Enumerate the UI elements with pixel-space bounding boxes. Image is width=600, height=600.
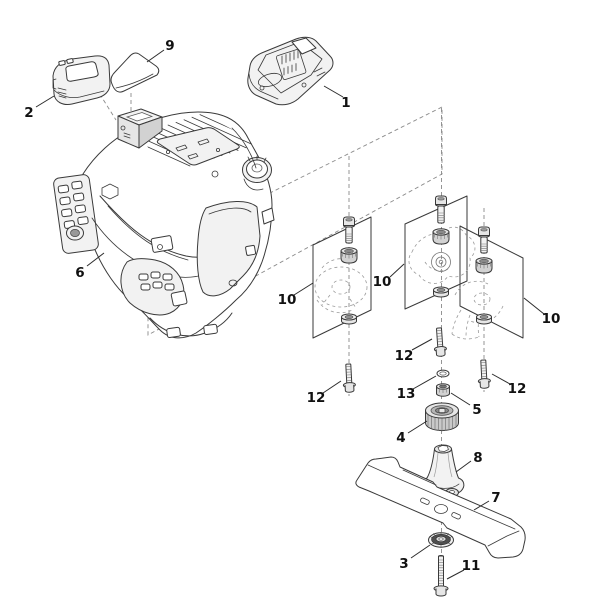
callout-1[interactable]: 1	[341, 95, 350, 111]
bolt-12-middle[interactable]	[433, 327, 447, 357]
callout-6[interactable]: 6	[75, 265, 84, 281]
callout-13[interactable]: 13	[397, 386, 416, 402]
sleeve-nut-illustration[interactable]	[436, 383, 450, 397]
callout-12-right[interactable]: 12	[508, 381, 527, 397]
bolt-12-left[interactable]	[342, 363, 356, 393]
callout-12-middle[interactable]: 12	[395, 348, 414, 364]
callout-2[interactable]: 2	[24, 105, 33, 121]
muffler-cover	[120, 258, 188, 316]
callout-7[interactable]: 7	[491, 490, 500, 506]
bolt-11-illustration[interactable]	[433, 555, 449, 597]
brand-hexagon	[101, 183, 119, 200]
callout-5[interactable]: 5	[472, 402, 481, 418]
leader-lines	[35, 49, 545, 580]
cup-washer-illustration[interactable]	[428, 532, 454, 548]
engine-illustration[interactable]	[53, 107, 286, 339]
kit-panel-right[interactable]	[459, 225, 524, 339]
engine-top-panel	[156, 127, 240, 166]
o-ring-illustration[interactable]	[436, 369, 450, 378]
kit-hardware-right[interactable]	[475, 226, 493, 325]
callout-10-left[interactable]: 10	[278, 292, 297, 308]
kit-hardware-left[interactable]	[340, 216, 358, 325]
callout-11[interactable]: 11	[462, 558, 481, 574]
blade-hub-illustration[interactable]	[425, 402, 459, 432]
ghost-blade-left	[314, 258, 368, 314]
battery-illustration[interactable]	[52, 55, 111, 105]
cover-plate-illustration[interactable]	[110, 52, 160, 93]
callout-12-left[interactable]: 12	[307, 390, 326, 406]
callout-4[interactable]: 4	[396, 430, 405, 446]
battery-receptacle	[117, 108, 163, 149]
bolt-12-right[interactable]	[477, 359, 491, 389]
kit-hardware-middle[interactable]	[432, 195, 450, 298]
carburetor-box	[150, 235, 174, 253]
charger-contacts	[275, 48, 307, 80]
callout-8[interactable]: 8	[473, 450, 482, 466]
callout-9[interactable]: 9	[165, 38, 174, 54]
callout-10-right[interactable]: 10	[542, 311, 561, 327]
charger-illustration[interactable]	[247, 36, 334, 106]
callout-10-middle[interactable]: 10	[373, 274, 392, 290]
heat-shield	[53, 174, 99, 254]
blade-illustration[interactable]	[355, 456, 526, 559]
fuel-tank-block	[196, 201, 261, 297]
callout-3[interactable]: 3	[399, 556, 408, 572]
oil-cap	[242, 155, 272, 191]
